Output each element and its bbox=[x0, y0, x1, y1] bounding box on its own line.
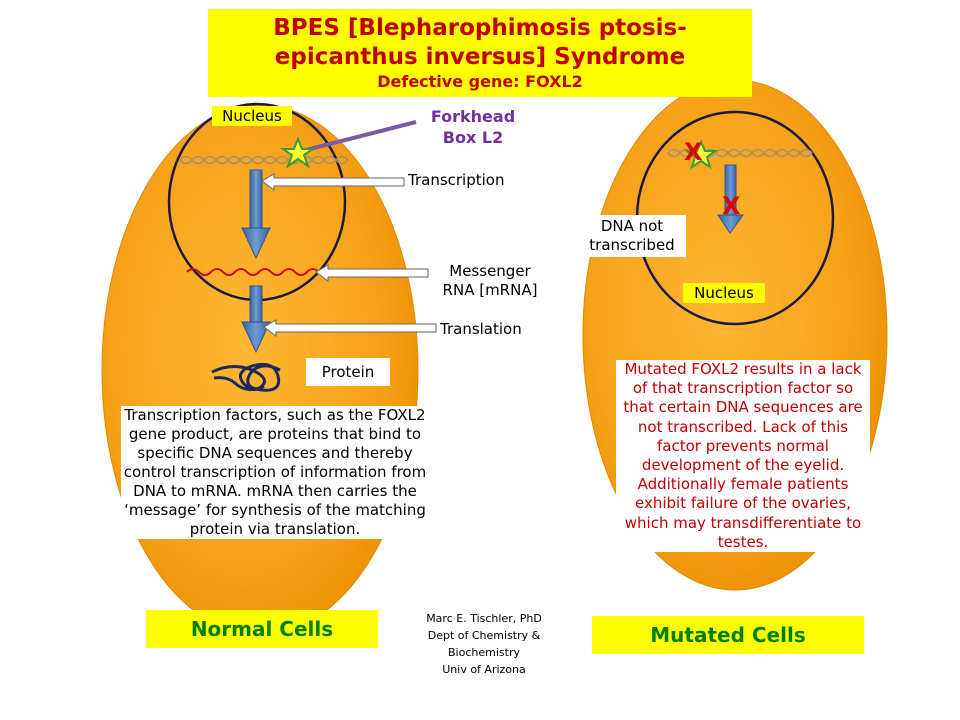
title-line-2: epicanthus inversus] Syndrome bbox=[274, 44, 686, 70]
foxl2-star-mutated bbox=[684, 139, 718, 170]
mrna-line-2: RNA [mRNA] bbox=[442, 281, 538, 299]
normal-description: Transcription factors, such as the FOXL2… bbox=[121, 406, 429, 539]
mutated-down-arrow bbox=[717, 164, 744, 234]
mrna-line-1: Messenger bbox=[449, 262, 531, 280]
dna-not-line-2: transcribed bbox=[589, 236, 675, 254]
mutated-cells-caption: Mutated Cells bbox=[592, 616, 864, 654]
forkhead-line-1: Forkhead bbox=[430, 107, 516, 126]
title-banner: BPES [Blepharophimosis ptosis- epicanthu… bbox=[208, 9, 752, 97]
normal-cells-caption: Normal Cells bbox=[146, 610, 378, 648]
title-line-1: BPES [Blepharophimosis ptosis- bbox=[273, 15, 687, 41]
transcription-label: Transcription bbox=[408, 171, 505, 189]
mutated-description: Mutated FOXL2 results in a lack of that … bbox=[616, 360, 870, 553]
protein-label: Protein bbox=[306, 358, 390, 386]
translation-pointer-arrow bbox=[263, 319, 437, 337]
dna-helix-normal bbox=[179, 155, 349, 165]
dna-not-line-1: DNA not bbox=[600, 217, 664, 235]
credit-line-2: Dept of Chemistry & bbox=[427, 629, 541, 642]
credit-line-4: Univ of Arizona bbox=[442, 663, 526, 676]
mrna-strand bbox=[186, 268, 332, 276]
author-credit: Marc E. Tischler, PhD Dept of Chemistry … bbox=[396, 610, 572, 678]
protein-squiggle bbox=[211, 362, 281, 392]
forkhead-label: Forkhead Box L2 bbox=[420, 106, 526, 148]
forkhead-line-2: Box L2 bbox=[442, 128, 504, 147]
mutated-nucleus-label: Nucleus bbox=[683, 283, 765, 303]
foxl2-star-normal bbox=[279, 136, 317, 169]
credit-line-3: Biochemistry bbox=[448, 646, 520, 659]
credit-line-1: Marc E. Tischler, PhD bbox=[426, 612, 542, 625]
translation-down-arrow bbox=[241, 285, 271, 354]
normal-nucleus-label: Nucleus bbox=[212, 106, 292, 126]
mrna-pointer-arrow bbox=[315, 264, 429, 282]
x-mark-transcription: X bbox=[722, 192, 741, 220]
x-mark-gene: X bbox=[684, 138, 703, 166]
translation-label: Translation bbox=[440, 320, 522, 338]
title-subtitle: Defective gene: FOXL2 bbox=[377, 72, 583, 91]
transcription-pointer-arrow bbox=[261, 173, 405, 191]
mrna-label: Messenger RNA [mRNA] bbox=[430, 262, 550, 300]
dna-not-transcribed-label: DNA not transcribed bbox=[578, 215, 686, 257]
forkhead-pointer bbox=[305, 120, 417, 152]
transcription-down-arrow bbox=[241, 169, 271, 260]
